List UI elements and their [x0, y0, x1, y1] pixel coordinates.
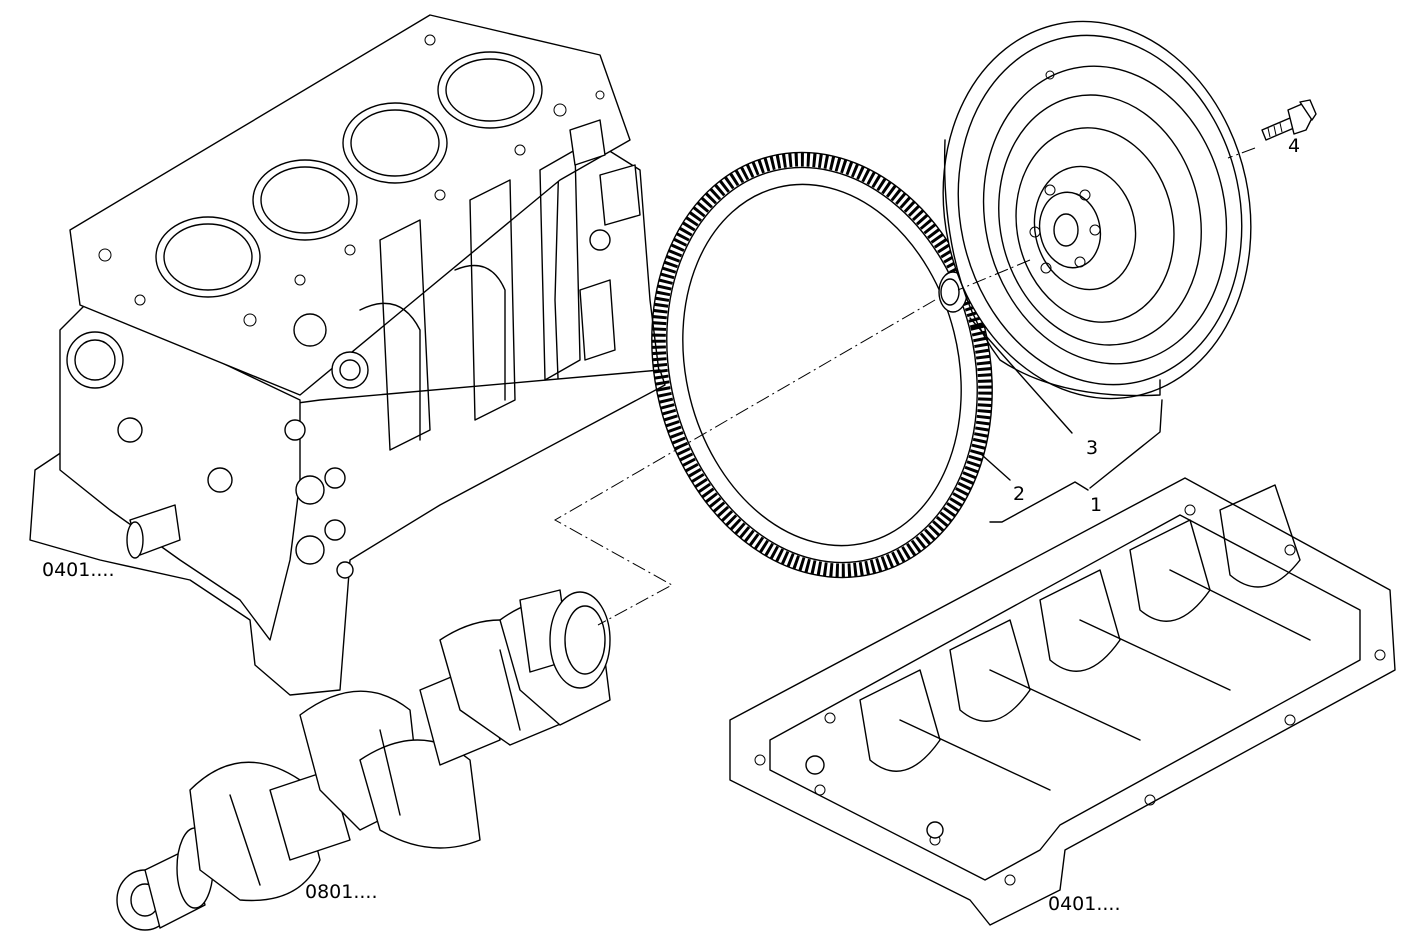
callout-1: 1 [1090, 494, 1102, 516]
lower-crankcase-reference: 0401.... [1048, 893, 1121, 915]
flywheel[interactable] [909, 0, 1285, 427]
assembly-lines [553, 147, 1256, 626]
lower-crankcase[interactable] [729, 477, 1396, 926]
crankshaft-reference: 0801.... [305, 881, 378, 903]
callout-4: 4 [1288, 135, 1300, 157]
engine-block-reference: 0401.... [42, 559, 115, 581]
callout-3: 3 [1086, 437, 1098, 459]
crankshaft[interactable] [116, 589, 611, 931]
engine-block[interactable] [29, 14, 666, 696]
callout-2: 2 [1013, 483, 1025, 505]
flywheel-bolt[interactable] [1261, 99, 1317, 141]
